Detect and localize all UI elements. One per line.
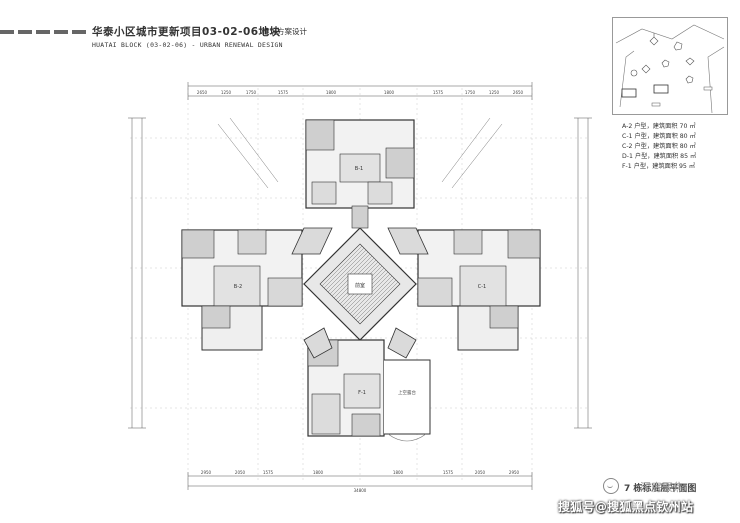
header-decoration-bars [0, 30, 86, 34]
legend-item: C-2 户型，建筑面积 80 ㎡ [622, 143, 696, 150]
dimension-label: 2950 [201, 470, 212, 475]
dimension-label: 1800 [313, 470, 324, 475]
dimension-label: 1800 [393, 470, 404, 475]
dimension-label: 1575 [263, 470, 274, 475]
west-unit: B-2 [181, 229, 303, 351]
dimension-label: 2950 [509, 470, 520, 475]
dimension-label: 1250 [489, 90, 500, 95]
total-dimension-label: 34800 [354, 488, 367, 493]
unit-label: B-2 [234, 284, 242, 290]
figure-caption: 7 栋标准层平面图 [624, 484, 697, 494]
watermark-top-text: 深房聚焦 [640, 481, 684, 494]
unit-type-legend: A-2 户型，建筑面积 70 ㎡ C-1 户型，建筑面积 80 ㎡ C-2 户型… [622, 122, 696, 172]
east-unit: C-1 [417, 229, 541, 351]
unit-label: B-1 [355, 166, 363, 172]
dimension-label: 1250 [221, 90, 232, 95]
unit-label: C-1 [478, 284, 486, 290]
courtyard-label: 上空露台 [398, 389, 416, 396]
legend-item: F-1 户型，建筑面积 95 ㎡ [622, 163, 696, 170]
central-core: 前室 [303, 227, 417, 341]
site-key-plan [612, 17, 728, 115]
dimension-label: 1575 [278, 90, 289, 95]
dimension-label: 1750 [246, 90, 257, 95]
dimension-label: 1800 [384, 90, 395, 95]
watermark-logo-icon [603, 478, 619, 494]
legend-item: C-1 户型，建筑面积 80 ㎡ [622, 133, 696, 140]
dimension-label: 1575 [443, 470, 454, 475]
legend-item: D-1 户型，建筑面积 85 ㎡ [622, 153, 697, 160]
dimension-label: 1800 [326, 90, 337, 95]
north-unit: B-1 [305, 119, 415, 229]
unit-label: F-1 [358, 390, 366, 396]
page-subtitle: 建筑方案设计 [262, 27, 307, 36]
legend-item: A-2 户型，建筑面积 70 ㎡ [622, 123, 696, 130]
dimension-label: 2050 [475, 470, 486, 475]
page-title: 华泰小区城市更新项目03-02-06地块 [92, 26, 281, 38]
page-title-english: HUATAI BLOCK (03-02-06) - URBAN RENEWAL … [92, 41, 283, 49]
dimension-label: 2650 [197, 90, 208, 95]
south-unit: F-1 上空露台 [307, 339, 431, 442]
core-label: 前室 [355, 282, 365, 289]
watermark-text: 搜狐号@搜狐黑点钦州站 [558, 500, 694, 514]
dimension-label: 2050 [235, 470, 246, 475]
dimension-label: 1575 [433, 90, 444, 95]
dimension-label: 2650 [513, 90, 524, 95]
dimension-label: 1750 [465, 90, 476, 95]
floor-plan: 2650 1250 1750 1575 1800 1800 1575 1750 … [128, 82, 592, 493]
